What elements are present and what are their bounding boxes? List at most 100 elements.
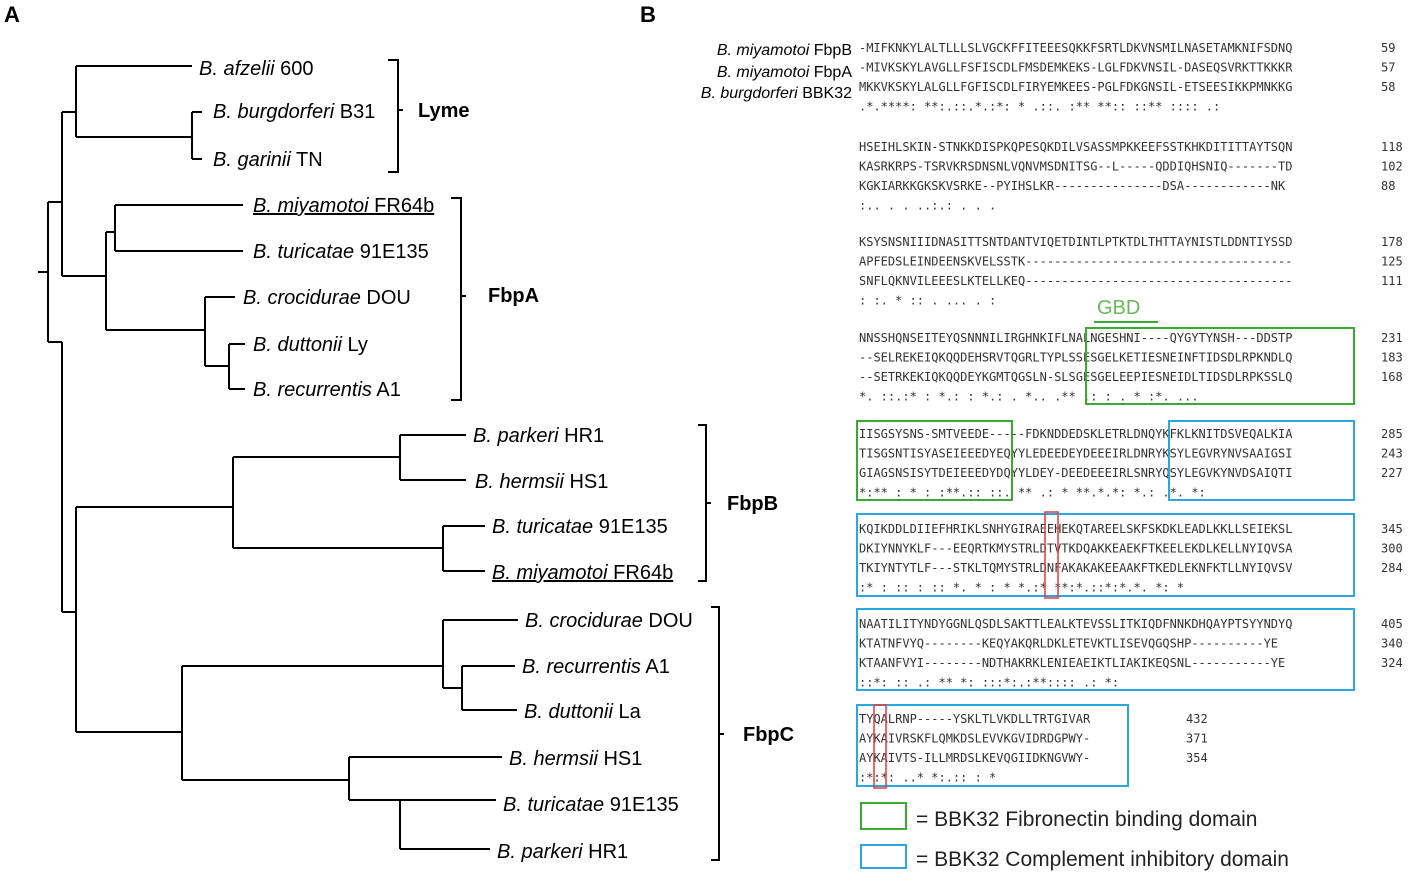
sequence-line: TISGSNTISYASEIEEEDYEQYYLEDEEDEYDEEEIRLDN… [859,447,1292,461]
legend-swatch-gbd [860,802,907,830]
alignment-block: NNSSHQNSEITEYQSNNNILIRGHNKIFLNALNGESHNI-… [859,331,1403,404]
sequence-position: 231 [1381,331,1403,345]
group-label-fbpc: FbpC [743,724,794,746]
alignment-block: KSYSNSNIIIDNASITTSNTDANTVIQETDINTLPTKTDL… [859,235,1403,308]
legend-label-gbd: = BBK32 Fibronectin binding domain [916,808,1257,831]
phylogenetic-tree [38,65,518,850]
taxon-label: B. turicatae 91E135 [503,794,679,816]
consensus-line: :.. . . ..:.: . . . [859,199,996,213]
sequence-name: B. burgdorferi BBK32 [701,85,852,102]
alignment-block: HSEIHLSKIN-STNKKDISPKQPESQKDILVSASSMPKKE… [859,140,1403,213]
taxon-label: B. parkeri HR1 [473,425,604,447]
taxa-labels: B. afzelii 600 B. burgdorferi B31 B. gar… [199,58,693,863]
sequence-line: AYKAIVRSKFLQMKDSLEVVKGVIDRDGPWY- [859,732,1090,746]
sequence-line: NNSSHQNSEITEYQSNNNILIRGHNKIFLNALNGESHNI-… [859,331,1292,345]
consensus-line: *. ::.:* : *.: : *.: . *.. .** .: : . * … [859,390,1199,404]
sequence-line: NAATILITYNDYGGNLQSDLSAKTTLEALKTEVSSLITKI… [859,617,1292,631]
gbd-box-bottom [856,420,1013,501]
sequence-position: 371 [1186,732,1208,746]
alignment-block: NAATILITYNDYGGNLQSDLSAKTTLEALKTEVSSLITKI… [859,617,1403,690]
sequence-position: 118 [1381,140,1403,154]
consensus-line: :* : :: : :: *. * : * *.:* **:*.::*:*.*.… [859,581,1184,595]
sequence-line: APFEDSLEINDEENSKVELSSTK-----------------… [859,255,1292,269]
taxon-label: B. garinii TN [213,149,323,171]
alignment-block: TYQALRNP-----YSKLTLVKDLLTRTGIVAR 432AYKAI… [859,712,1208,785]
sequence-position: 57 [1381,61,1395,75]
consensus-line: *:** : * : :**.:: ::. ** .: * **.*.*: *.… [859,486,1206,500]
sequence-line: KTAANFVYI--------NDTHAKRKLENIEAEIKTLIAKI… [859,656,1285,670]
sequence-position: 300 [1381,542,1403,556]
taxon-label: B. hermsii HS1 [475,471,608,493]
sequence-line: --SETRKEKIQKQQDEYKGMTQGSLN-SLSGESGELEEPI… [859,370,1292,384]
lyme-bracket [388,59,399,173]
sequence-line: TKIYNTYTLF---STKLTQMYSTRLDNFAKAKAKEEAAKF… [859,561,1292,575]
gbd-box-top [1085,327,1355,405]
sequence-line: GIAGSNSISYTDEIEEEDYDQYYLDEY-DEEDEEEIRLSN… [859,466,1292,480]
taxon-label: B. duttonii Ly [253,334,368,356]
sequence-position: 285 [1381,427,1403,441]
sequence-position: 168 [1381,370,1403,384]
sequence-line: IISGSYSNS-SMTVEEDE-----FDKNDDEDSKLETRLDN… [859,427,1293,441]
sequence-line: SNFLQKNVILEEESLKTELLKEQ-----------------… [859,274,1292,288]
sequence-position: 354 [1186,751,1208,765]
sequence-position: 345 [1381,522,1403,536]
alignment-block: IISGSYSNS-SMTVEEDE-----FDKNDDEDSKLETRLDN… [859,427,1403,500]
panel-a-letter: A [4,2,20,27]
residue-highlight [1044,511,1059,599]
group-brackets: Lyme FbpA FbpB FbpC [388,59,794,861]
sequence-position: 59 [1381,41,1395,55]
sequence-position: 125 [1381,255,1403,269]
fbpa-bracket [451,197,462,401]
taxon-label: B. miyamotoi FR64b [492,562,673,584]
domain-boxes [856,327,1355,789]
alignment-block: -MIFKNKYLALTLLLSLVGCKFFITEEESQKKFSRTLDKV… [859,41,1395,114]
taxon-label: B. turicatae 91E135 [492,516,668,538]
complement-box-4 [856,704,1129,787]
sequence-line: TYQALRNP-----YSKLTLVKDLLTRTGIVAR [859,712,1091,726]
sequence-position: 183 [1381,351,1403,365]
sequence-position: 58 [1381,80,1395,94]
alignment-block: KQIKDDLDIIEFHRIKLSNHYGIRAEEHEKQTAREELSKF… [859,522,1403,595]
sequence-line: DKIYNNYKLF---EEQRTKMYSTRLDTVTKDQAKKEAEKF… [859,542,1293,556]
taxon-label: B. crocidurae DOU [525,610,693,632]
group-label-lyme: Lyme [418,100,470,122]
taxon-label: B. afzelii 600 [199,58,314,80]
sequence-position: 88 [1381,179,1395,193]
sequence-alignment: -MIFKNKYLALTLLLSLVGCKFFITEEESQKKFSRTLDKV… [859,41,1403,785]
legend-swatch-complement [860,844,907,869]
complement-box-1 [1168,420,1355,501]
gbd-label: GBD [1097,297,1140,319]
sequence-line: KGKIARKKGKSKVSRKE--PYIHSLKR-------------… [859,179,1286,193]
sequence-position: 405 [1381,617,1403,631]
taxon-label: B. parkeri HR1 [497,841,628,863]
sequence-line: KTATNFVYQ--------KEQYAKQRLDKLETEVKTLISEV… [859,637,1278,651]
group-label-fbpa: FbpA [488,285,539,307]
taxon-label: B. crocidurae DOU [243,287,411,309]
sequence-position: 284 [1381,561,1403,575]
sequence-line: KSYSNSNIIIDNASITTSNTDANTVIQETDINTLPTKTDL… [859,235,1292,249]
legend: = BBK32 Fibronectin binding domain = BBK… [860,802,1289,871]
sequence-line: AYKAIVTS-ILLMRDSLKEVQGIIDKNGVWY- [859,751,1090,765]
sequence-line: --SELREKEIQKQQDEHSRVTQGRLTYPLSSESGELKETI… [859,351,1292,365]
sequence-line: -MIVKSKYLAVGLLFSFISCDLFMSDEMKEKS-LGLFDKV… [859,61,1293,75]
fbpc-bracket [711,606,720,861]
sequence-line: -MIFKNKYLALTLLLSLVGCKFFITEEESQKKFSRTLDKV… [859,41,1292,55]
sequence-names: B. miyamotoi FbpB B. miyamotoi FbpA B. b… [701,42,853,102]
taxon-label: B. duttonii La [524,701,642,723]
sequence-position: 243 [1381,447,1403,461]
sequence-position: 324 [1381,656,1403,670]
taxon-label: B. recurrentis A1 [522,656,670,678]
sequence-position: 102 [1381,160,1403,174]
sequence-position: 111 [1381,274,1403,288]
taxon-label: B. recurrentis A1 [253,379,401,401]
sequence-line: HSEIHLSKIN-STNKKDISPKQPESQKDILVSASSMPKKE… [859,140,1292,154]
sequence-name: B. miyamotoi FbpA [717,64,852,81]
residue-highlight [873,704,887,789]
sequence-position: 432 [1186,712,1208,726]
sequence-line: MKKVKSKYLALGLLFGFISCDLFIRYEMKEES-PGLFDKG… [859,80,1292,94]
fbpb-bracket [698,424,707,582]
consensus-line: ::*: :: .: ** *: :::*:.:**:::: .: *: [859,676,1119,690]
sequence-line: KASRKRPS-TSRVKRSDNSNLVQNVMSDNITSG--L----… [859,160,1292,174]
complement-box-2 [856,513,1355,597]
